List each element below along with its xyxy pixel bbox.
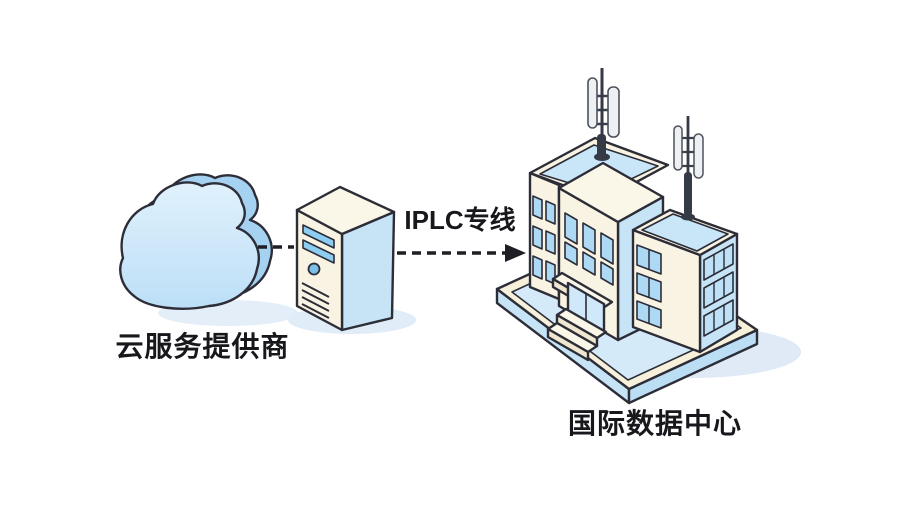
building-icon xyxy=(495,68,759,405)
antenna-icon xyxy=(673,116,704,221)
antenna-icon xyxy=(587,68,620,161)
right-tower-windows-se xyxy=(703,243,734,337)
center-box-windows xyxy=(564,212,614,286)
entrance-steps xyxy=(546,307,608,362)
arrowhead xyxy=(505,244,526,262)
server-icon xyxy=(295,185,396,332)
building-right-tower xyxy=(631,208,739,354)
left-block-windows xyxy=(532,195,556,285)
cloud-provider-label: 云服务提供商 xyxy=(115,331,290,362)
datacenter-label: 国际数据中心 xyxy=(567,408,742,439)
right-tower-windows-sw xyxy=(636,244,662,329)
cloud-icon xyxy=(119,173,273,310)
server-drive-slots xyxy=(302,224,335,264)
server-power-button xyxy=(307,262,321,276)
iplc-link-label: IPLC专线 xyxy=(404,205,516,235)
server-vents xyxy=(301,282,330,319)
dashed-arrow xyxy=(258,244,526,262)
